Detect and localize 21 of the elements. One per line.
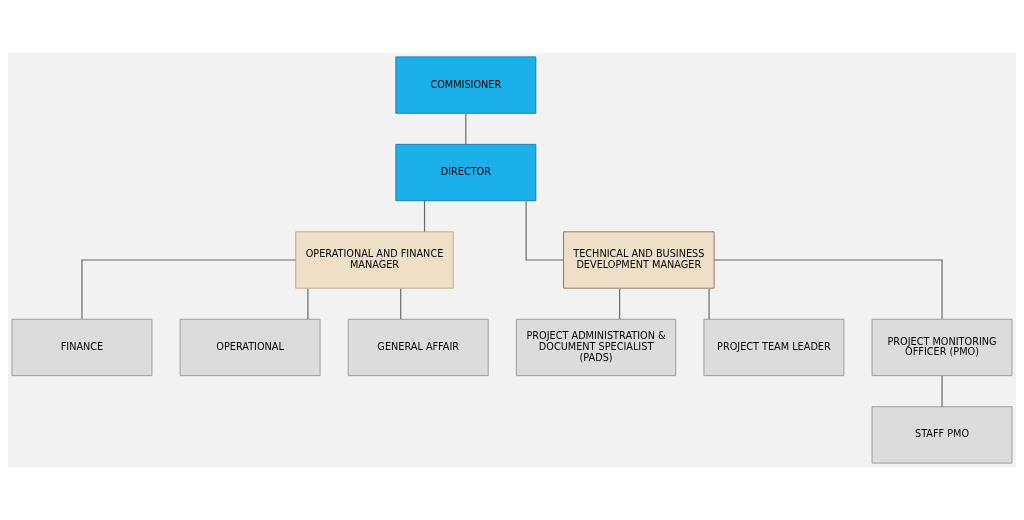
connector [525,200,564,261]
connector [619,288,621,320]
node-box: OPERATIONAL AND FINANCE MANAGER [295,231,454,289]
node-box: PROJECT ADMINISTRATION & DOCUMENT SPECIALIST (PADS) [515,318,677,377]
node-box: PROJECT TEAM LEADER [703,318,845,377]
connector [708,288,710,320]
node-box: GENERAL AFFAIR [347,318,489,377]
node-box: DIRECTOR [395,143,537,202]
connector [307,288,309,320]
connector [465,113,467,145]
connector [423,200,426,233]
connector [400,288,402,320]
node-box: PROJECT MONITORING OFFICER (PMO) [871,318,1013,377]
node-box: COMMISIONER [395,56,537,114]
node-box: OPERATIONAL [179,318,321,377]
node-box: TECHNICAL AND BUSINESS DEVELOPMENT MANAGER [563,231,715,289]
node-box: FINANCE [11,318,153,377]
node-box: STAFF PMO [871,406,1013,464]
connector [81,259,297,320]
connector [713,259,943,320]
connector [941,375,943,408]
